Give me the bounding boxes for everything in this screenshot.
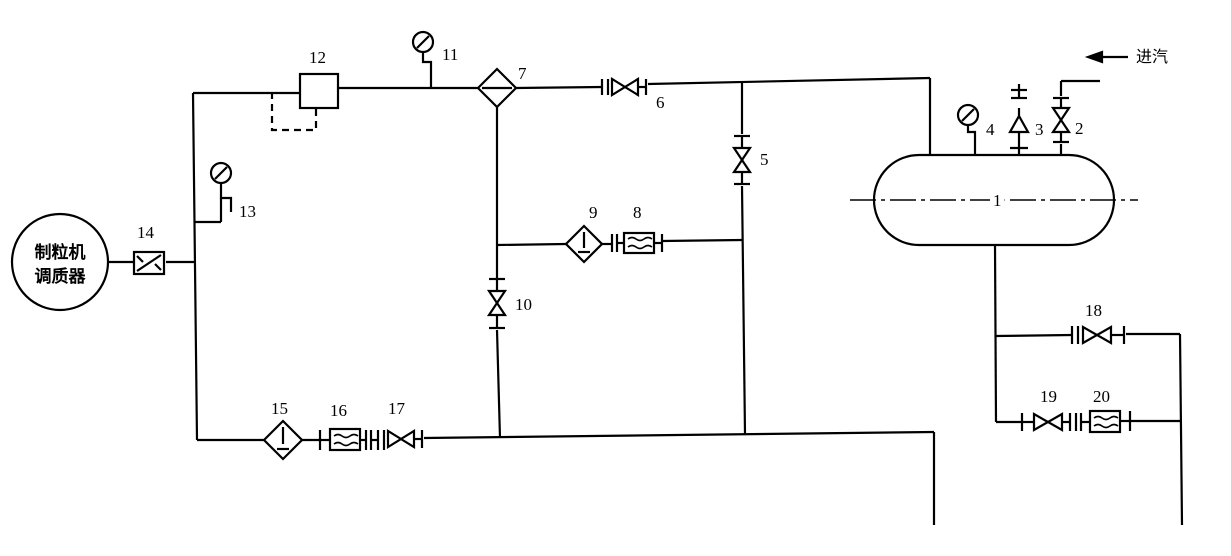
label-20: 20 — [1093, 387, 1110, 406]
label-3: 3 — [1035, 120, 1044, 139]
safety-valve-3 — [1008, 88, 1030, 150]
valve-6 — [600, 77, 648, 97]
steam-trap-16 — [318, 427, 378, 452]
label-7: 7 — [518, 64, 527, 83]
label-6: 6 — [656, 93, 665, 112]
label-12: 12 — [309, 48, 326, 67]
pressure-gauge-4 — [956, 103, 980, 156]
component-labels: 1 2 3 4 5 6 7 8 9 10 11 12 13 14 15 16 1… — [137, 45, 1110, 420]
machine-label-line1: 制粒机 — [35, 242, 86, 263]
label-16: 16 — [330, 401, 347, 420]
label-1: 1 — [993, 191, 1002, 210]
steam-trap-20 — [1088, 409, 1132, 434]
label-17: 17 — [388, 399, 406, 418]
filter-7 — [476, 67, 518, 109]
valve-19 — [1020, 412, 1090, 432]
pressure-reducing-valve-12 — [270, 72, 340, 132]
label-9: 9 — [589, 203, 598, 222]
label-5: 5 — [760, 150, 769, 169]
filter-15 — [262, 419, 304, 461]
label-2: 2 — [1075, 119, 1084, 138]
filter-9 — [564, 224, 612, 264]
pipes — [166, 76, 1184, 526]
steam-inlet-arrow — [1084, 50, 1128, 64]
valve-18 — [1070, 325, 1126, 345]
pressure-gauge-11 — [411, 30, 435, 88]
steam-inlet-label: 进汽 — [1136, 47, 1168, 66]
control-valve-14 — [108, 250, 166, 276]
label-13: 13 — [239, 202, 256, 221]
valve-17 — [376, 429, 424, 450]
label-8: 8 — [633, 203, 642, 222]
label-14: 14 — [137, 223, 155, 242]
valve-5 — [731, 134, 753, 186]
label-11: 11 — [442, 45, 458, 64]
valve-10 — [486, 277, 508, 330]
machine-label-line2: 调质器 — [35, 267, 87, 287]
label-10: 10 — [515, 295, 532, 314]
label-15: 15 — [271, 399, 288, 418]
label-4: 4 — [986, 120, 995, 139]
steam-trap-8 — [610, 231, 664, 255]
pressure-gauge-13 — [195, 161, 233, 224]
label-19: 19 — [1040, 387, 1057, 406]
valve-2 — [1050, 96, 1072, 144]
label-18: 18 — [1085, 301, 1102, 320]
label-1-backing — [990, 191, 1005, 210]
